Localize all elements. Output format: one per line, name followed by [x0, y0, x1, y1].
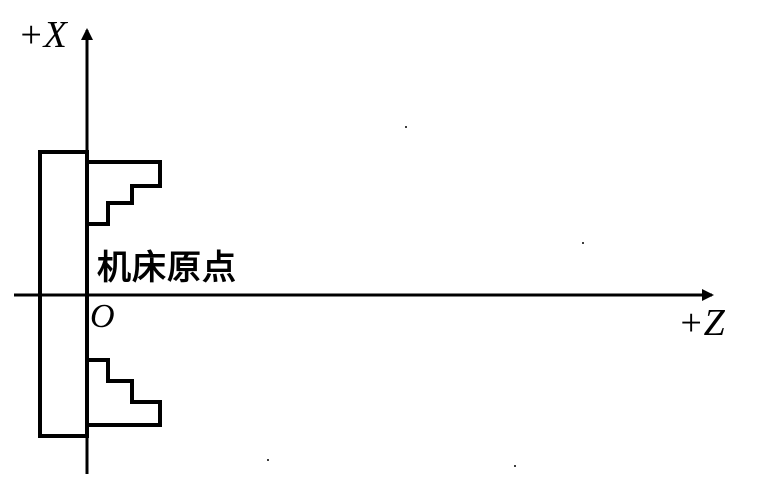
upper-chuck-jaw — [87, 160, 162, 226]
lower-chuck-jaw — [87, 358, 162, 427]
origin-label: O — [90, 298, 115, 335]
machine-origin-label: 机床原点 — [97, 248, 237, 288]
x-axis-label: +X — [18, 14, 67, 56]
z-axis-label: +Z — [678, 302, 725, 344]
scan-specks — [267, 126, 584, 467]
